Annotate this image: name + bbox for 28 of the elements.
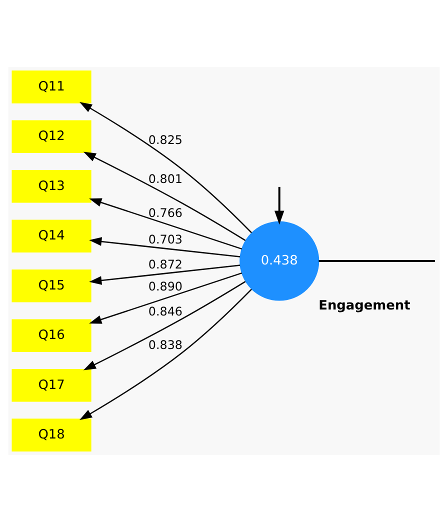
edge-label: 0.846 [148,304,183,318]
arrow [89,236,240,257]
edge-label: 0.703 [148,232,183,246]
arrow [83,280,246,370]
node-box: Q14 [12,219,92,252]
edge-label: 0.872 [148,257,183,272]
node-box: Q12 [12,120,92,153]
arrow [83,151,246,240]
node-box: Q13 [12,169,92,202]
edge-label: 0.766 [148,205,183,220]
arrow [80,101,252,233]
node-box: Q18 [12,418,92,452]
node-circle: 0.438 [240,220,320,300]
node-box: Q11 [12,70,92,103]
edge-label: 0.825 [148,132,183,147]
node-box: Q15 [12,268,92,302]
arrow [89,198,242,250]
arrow [89,272,242,324]
arrow [89,264,240,284]
node-box: Q16 [12,318,92,352]
connector [318,260,435,262]
edge-label: 0.890 [148,278,183,293]
arrow [80,288,252,420]
edge-label: 0.838 [148,338,183,352]
node-box: Q17 [12,368,92,402]
node-label: Engagement [318,298,410,314]
edge-label: 0.801 [148,172,183,186]
arrow [274,186,284,224]
